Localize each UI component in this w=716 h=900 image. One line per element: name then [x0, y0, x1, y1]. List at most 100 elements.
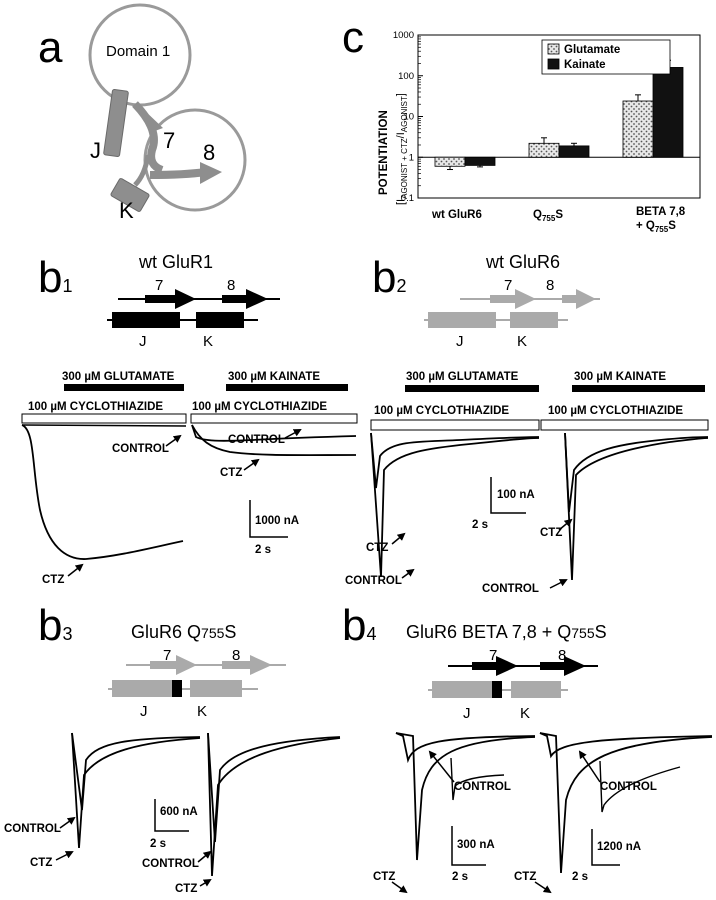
- b3-strand-7-label: 7: [163, 647, 171, 664]
- panel-b1-title: wt GluR1: [138, 252, 213, 272]
- b4-strand-8-arrow: [540, 656, 586, 676]
- b3-helix-k-label: K: [197, 703, 207, 720]
- b2-control-right-label: CONTROL: [482, 583, 539, 595]
- b2-glutamate-control-trace: [370, 432, 540, 578]
- b3-scale-current: 600 nA: [160, 806, 198, 818]
- b2-strand-8-label: 8: [546, 277, 554, 294]
- b4-control-left-arrow: [428, 750, 455, 783]
- b3-scale-time: 2 s: [150, 838, 166, 850]
- b4-left-control-trace: [395, 732, 536, 764]
- b1-helix-k-label: K: [203, 333, 213, 350]
- legend-label-glutamate: Glutamate: [564, 44, 620, 56]
- b3-strand-8-arrow: [222, 655, 272, 675]
- panel-c-label: c: [342, 13, 364, 62]
- b2-ctz-right-label: CTZ: [540, 527, 562, 539]
- b2-ctz-left-label: 100 µM CYCLOTHIAZIDE: [374, 405, 509, 417]
- panel-b4: b4 GluR6 BETA 7,8 + Q755S 7 8 J K CONTRO…: [342, 601, 713, 894]
- bar-glutamate-1: [528, 142, 560, 158]
- b4-right-scale-time: 2 s: [572, 871, 588, 883]
- b1-glutamate-ctz-trace: [21, 424, 184, 560]
- b4-helix-j-label: J: [463, 705, 471, 722]
- b3-strand-7-arrow: [150, 655, 197, 675]
- b4-control-right-label: CONTROL: [600, 781, 657, 793]
- b1-helix-j: [112, 312, 180, 328]
- bar-kainate-2: [652, 67, 684, 158]
- b4-right-scale-current: 1200 nA: [597, 841, 641, 853]
- helix-k-label: K: [119, 198, 134, 223]
- panel-b3-label: b3: [38, 601, 73, 650]
- b3-scale-bar: [154, 799, 189, 832]
- b2-scale-time: 2 s: [472, 519, 488, 531]
- b3-ctz-right-arrow: [199, 878, 212, 887]
- b1-helix-j-label: J: [139, 333, 147, 350]
- b4-left-scale-bar: [451, 826, 486, 866]
- b1-kainate-ctz-trace: [191, 424, 357, 457]
- b3-helix-j: [112, 680, 182, 697]
- helix-j-label: J: [90, 138, 101, 163]
- b1-control-right-arrow: [284, 429, 302, 439]
- bar-glutamate-0: [434, 156, 466, 167]
- b4-right-ctz-trace: [539, 732, 713, 874]
- strand-8-arrowhead: [200, 162, 222, 184]
- b1-glutamate-bar: [64, 384, 184, 391]
- bar-kainate-0: [464, 156, 496, 166]
- b3-ctz-left-label: CTZ: [30, 857, 52, 869]
- y-axis-formula: [IAGONIST + CTZ/IAGONIST]: [395, 93, 409, 205]
- y-tick-label: 0.1: [401, 193, 414, 204]
- b2-control-right-arrow: [549, 579, 568, 589]
- b1-kainate-control-trace: [191, 424, 357, 442]
- b1-ctz-right-bar: [190, 413, 358, 424]
- b1-scale-time: 2 s: [255, 544, 271, 556]
- b1-ctz-right-label: CTZ: [220, 467, 242, 479]
- y-tick-label: 100: [398, 71, 414, 82]
- b1-ctz-right-arrow: [243, 458, 260, 471]
- domain-1-label: Domain 1: [106, 43, 170, 60]
- b2-glutamate-bar: [405, 385, 539, 392]
- strand-8-shape: [149, 168, 206, 179]
- b3-left-ctz-trace: [71, 732, 201, 849]
- b3-strand-8-label: 8: [232, 647, 240, 664]
- b3-ctz-right-label: CTZ: [175, 883, 197, 895]
- b1-ctz-right-label: 100 µM CYCLOTHIAZIDE: [192, 401, 327, 413]
- b4-right-inset-trace: [599, 760, 681, 813]
- b4-strand-7-arrow: [472, 656, 518, 676]
- b3-mutation-marker: [172, 680, 182, 697]
- b4-helix-j: [432, 681, 502, 698]
- b4-helix-k: [511, 681, 561, 698]
- b2-ctz-left-arrow: [391, 532, 406, 545]
- b1-ctz-left-bar: [21, 413, 187, 424]
- b4-control-right-arrow: [578, 750, 601, 783]
- b2-ctz-right-arrow: [558, 518, 573, 531]
- b2-scale-current: 100 nA: [497, 489, 535, 501]
- panel-a: a Domain 1 J K 7 8: [38, 3, 247, 223]
- b4-mutation-marker: [492, 681, 502, 698]
- panel-b2-label: b2: [372, 253, 407, 302]
- b3-control-left-arrow: [59, 816, 76, 829]
- panel-c: c POTENTIATION [IAGONIST + CTZ/IAGONIST]…: [342, 13, 701, 234]
- helix-k-shape: [110, 178, 150, 212]
- strand-7-arrowhead: [142, 108, 163, 132]
- b4-ctz-right-label: CTZ: [514, 871, 536, 883]
- b3-control-right-label: CONTROL: [142, 858, 199, 870]
- b4-left-ctz-trace: [395, 732, 536, 861]
- b4-ctz-right-arrow: [534, 881, 552, 894]
- b1-ctz-left-label-trace: CTZ: [42, 574, 64, 586]
- domain-2-circle: [143, 108, 247, 212]
- panel-a-label: a: [38, 23, 63, 72]
- b4-left-scale-current: 300 nA: [457, 839, 495, 851]
- b4-control-left-label: CONTROL: [454, 781, 511, 793]
- b2-control-left-arrow: [401, 568, 415, 579]
- category-label-beta-line1: BETA 7,8: [636, 206, 686, 218]
- b2-kainate-ctz-trace: [564, 432, 709, 513]
- b2-kainate-label: 300 µM KAINATE: [574, 371, 666, 383]
- b1-scale-bar: [249, 500, 288, 538]
- b1-strand-8-label: 8: [227, 277, 235, 294]
- b2-control-left-label: CONTROL: [345, 575, 402, 587]
- b2-ctz-left-bar: [370, 419, 540, 431]
- b1-scale-current: 1000 nA: [255, 515, 299, 527]
- b2-helix-j: [428, 312, 496, 328]
- b2-ctz-left-label: CTZ: [366, 542, 388, 554]
- b2-strand-7-label: 7: [504, 277, 512, 294]
- b3-helix-j-label: J: [140, 703, 148, 720]
- b4-right-scale-bar: [591, 829, 620, 866]
